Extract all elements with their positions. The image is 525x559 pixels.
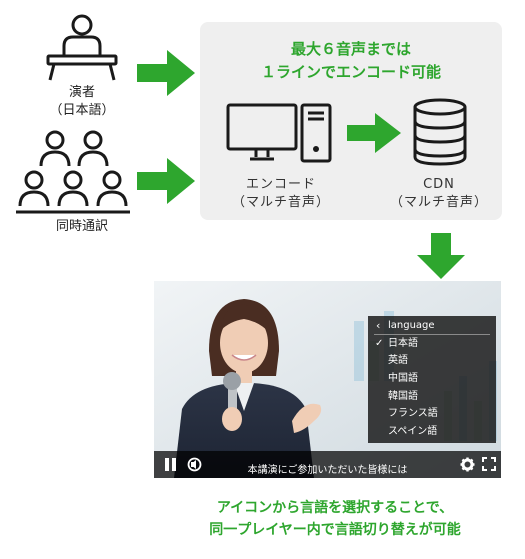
pc-tower-icon [300,103,332,163]
arrow-right-icon [347,113,401,153]
footer-line2: 同一プレイヤー内で言語切り替えが可能 [209,522,461,538]
audience-icon [16,130,130,214]
footer-line1: アイコンから言語を選択することで、 [216,500,454,516]
cdn-label: CDN （マルチ音声） [384,176,494,212]
language-menu: ‹ language ✓ 日本語 英語 中国語 韓国語 フランス語 スペイン語 [368,316,496,443]
encode-label-line2: （マルチ音声） [231,195,330,210]
speaker-label: 演者 （日本語） [32,84,132,120]
encoder-pc-icon [226,103,332,163]
player-control-bar [154,451,501,478]
speaker-label-line2: （日本語） [49,103,115,118]
subtitle-caption: 本講演にご参加いただいた皆様には [247,465,408,476]
language-option-label: 日本語 [388,338,418,349]
arrow-right-icon [137,158,195,204]
pause-icon[interactable] [164,457,178,472]
database-server-icon [413,98,467,166]
language-option-label: 韓国語 [388,391,418,402]
fullscreen-icon[interactable] [482,457,496,471]
language-menu-title: language [388,320,435,331]
language-option-label: フランス語 [388,408,438,419]
arrow-right-icon [137,50,195,96]
encoding-panel [200,22,502,220]
language-option-label: スペイン語 [388,426,438,437]
interpreter-label: 同時通訳 [55,219,108,234]
panel-title: 最大６音声までは １ラインでエンコード可能 [200,38,502,84]
chevron-left-icon: ‹ [376,319,381,332]
cdn-label-line2: （マルチ音声） [389,195,488,210]
check-icon: ✓ [375,338,384,349]
speaker-label-line1: 演者 [68,85,95,100]
panel-title-line1: 最大６音声までは [290,40,411,58]
speaker-at-podium-icon [46,14,118,81]
cdn-label-line1: CDN [423,177,455,192]
encode-label-line1: エンコード [245,177,316,192]
language-option-label: 英語 [388,355,408,366]
settings-gear-icon[interactable] [460,457,475,472]
language-option-label: 中国語 [388,373,418,384]
menu-divider [374,334,490,335]
panel-title-line2: １ラインでエンコード可能 [260,63,441,81]
encode-label: エンコード （マルチ音声） [226,176,336,212]
monitor-icon [226,103,298,151]
arrow-down-icon [417,233,465,279]
volume-icon[interactable] [187,457,203,472]
